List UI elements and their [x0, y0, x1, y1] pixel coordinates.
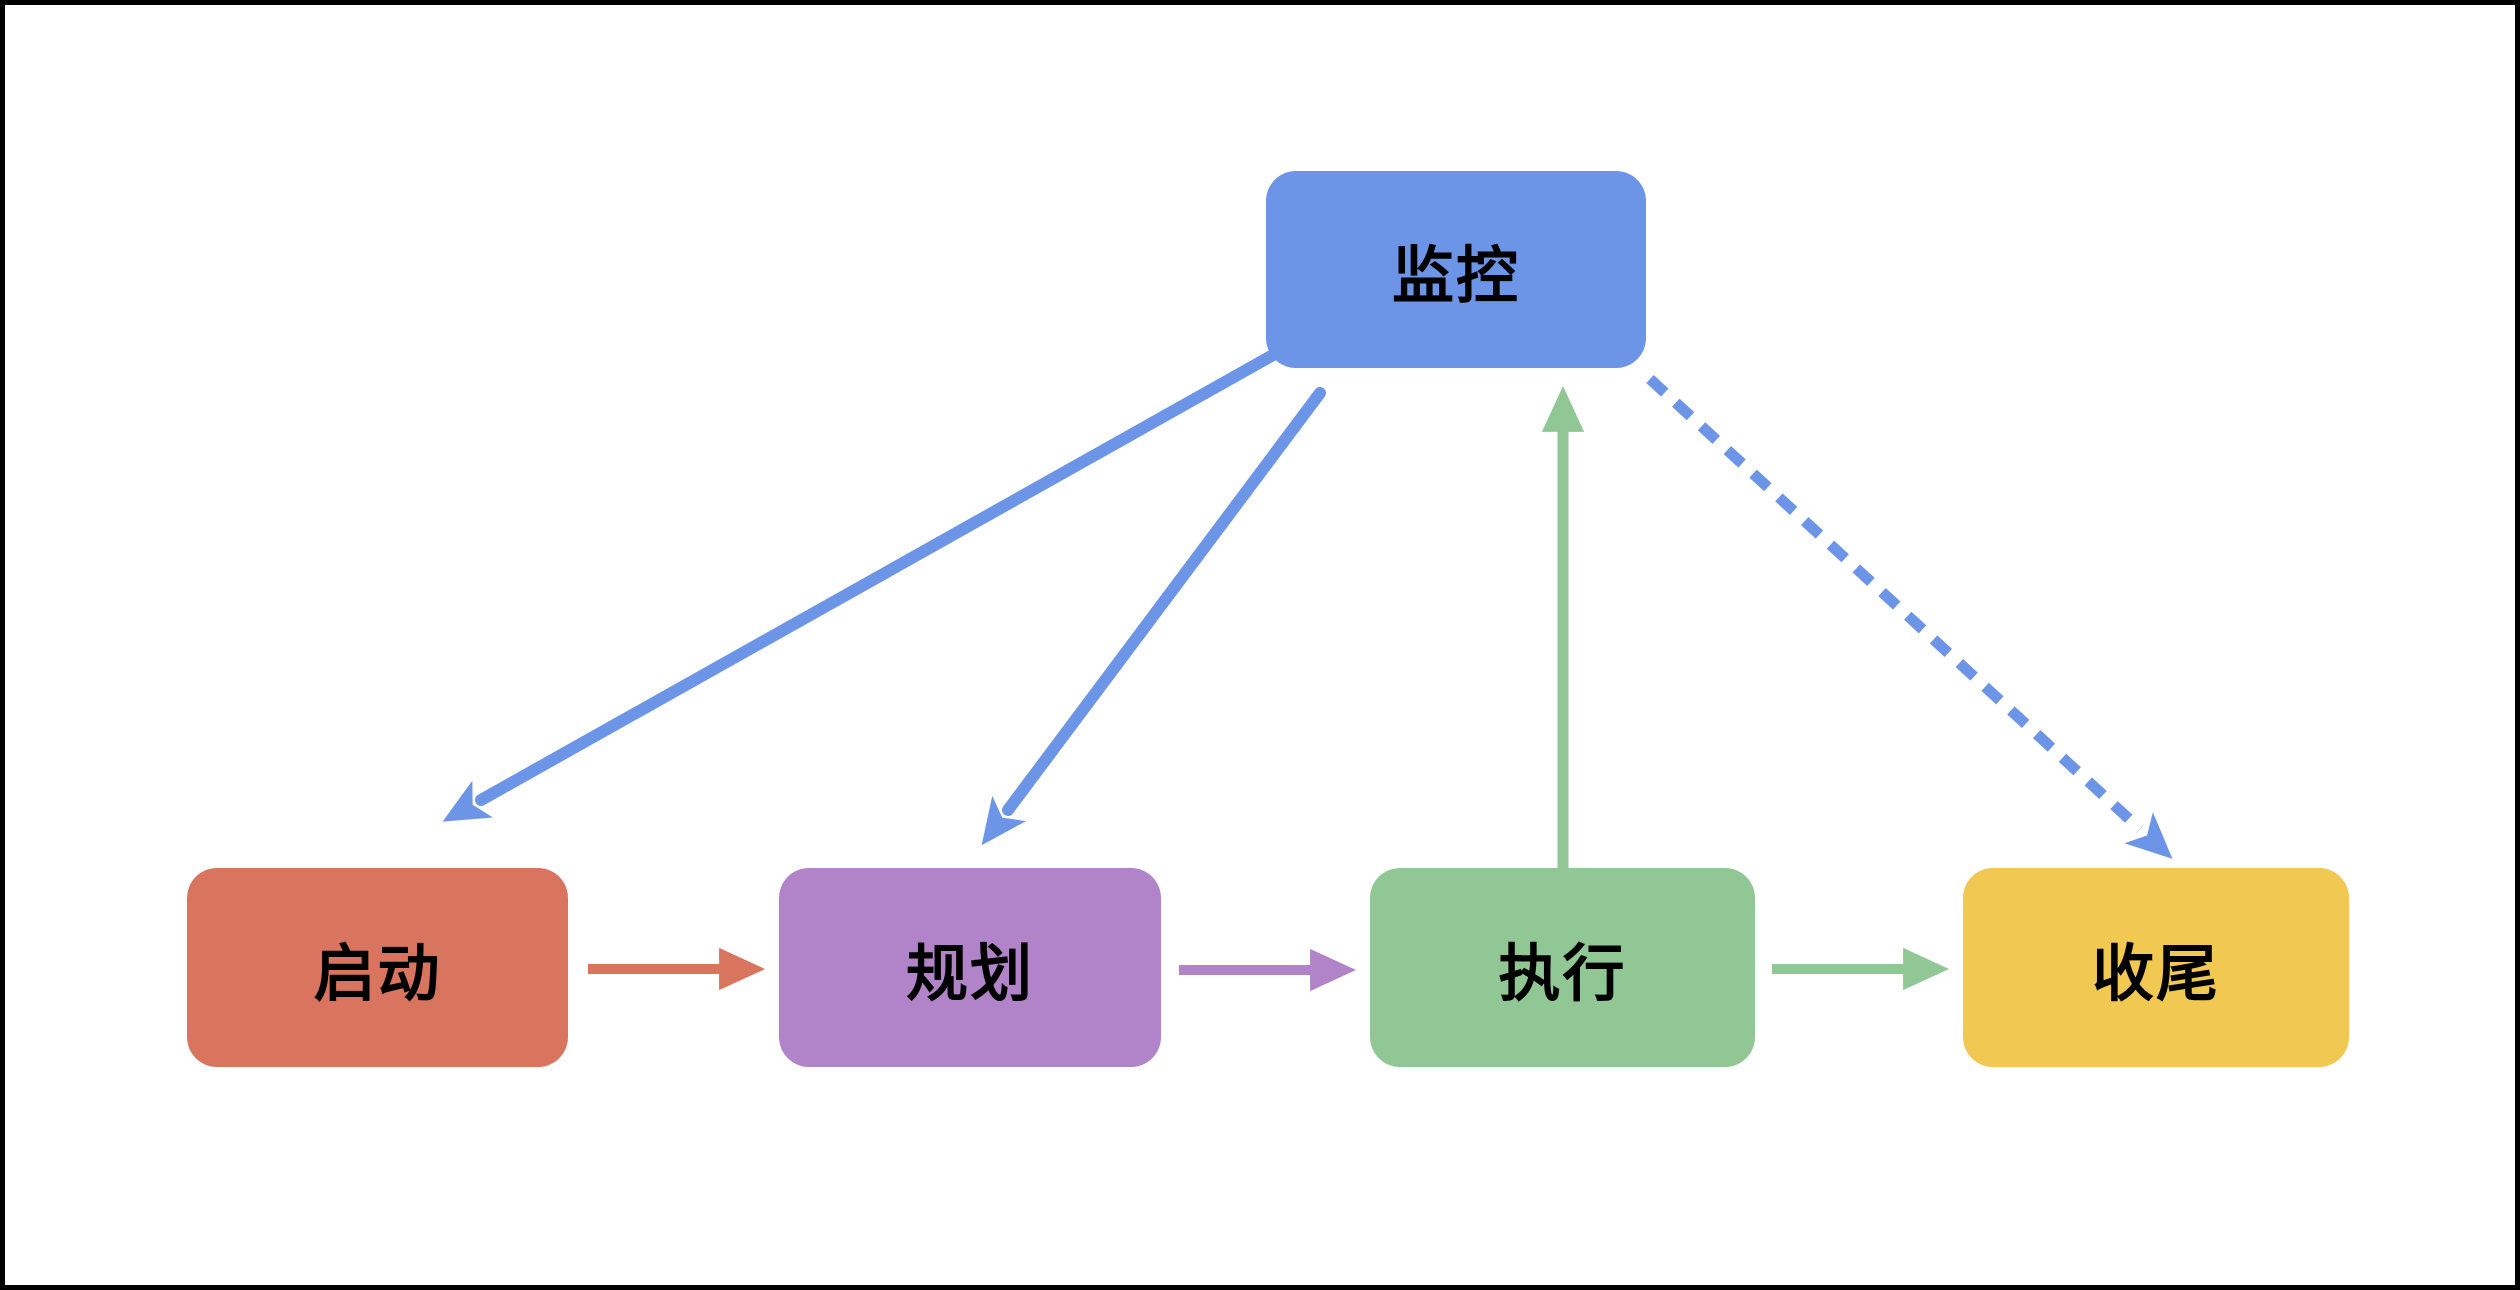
node-monitor-label: 监控	[1391, 241, 1520, 311]
node-close-label: 收尾	[2091, 939, 2220, 1009]
node-plan-label: 规划	[905, 939, 1034, 1009]
node-initiate-label: 启动	[313, 939, 442, 1009]
node-close: 收尾	[1963, 868, 2349, 1067]
node-plan: 规划	[779, 868, 1161, 1067]
edges-layer	[442, 349, 2173, 992]
edge-monitor-to-initiate	[442, 349, 1279, 822]
edge-monitor-to-plan	[981, 387, 1326, 846]
node-execute: 执行	[1370, 868, 1755, 1067]
node-initiate: 启动	[187, 868, 568, 1067]
node-execute-label: 执行	[1498, 939, 1627, 1009]
edge-monitor-to-close-dashed	[1646, 374, 2173, 859]
node-monitor: 监控	[1266, 171, 1646, 368]
